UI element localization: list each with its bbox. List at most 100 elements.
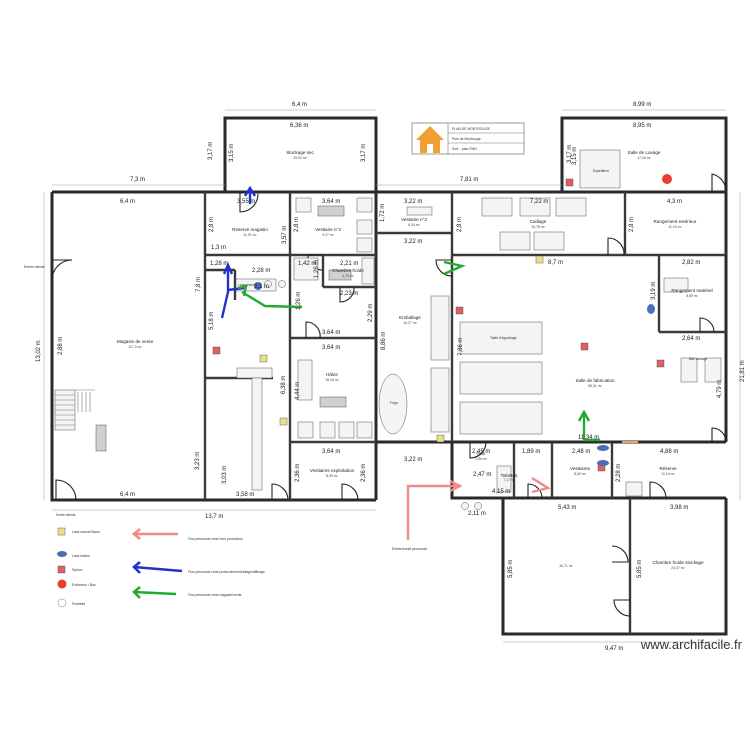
equipment	[54, 149, 722, 510]
legend-hand-wash-icon	[57, 527, 66, 536]
room-quai: 30,71 m²	[559, 564, 573, 568]
staircase	[54, 389, 95, 431]
legend-item-5: Poubelle	[72, 602, 85, 606]
extinguisher-marker	[662, 174, 672, 184]
room-area: 117,3 m²	[128, 345, 142, 349]
house-logo-icon	[416, 126, 444, 153]
dim: 8,99 m	[633, 102, 651, 108]
room-area: 11,14 m²	[661, 472, 675, 476]
table-egouttage-label: Table d'égouttage	[490, 336, 517, 340]
dim: 2,64 m	[682, 336, 700, 342]
dim: 2,11 m	[468, 511, 486, 517]
dim: 2,28 m	[616, 464, 622, 482]
dim: 8,95 m	[633, 123, 651, 129]
dim: 1,26 m	[314, 260, 320, 278]
room-area: 8,89 m²	[686, 294, 698, 298]
room-reserve: Réserve	[659, 466, 677, 471]
dim: 13,7 m	[205, 514, 223, 520]
dim: 2,21 m	[340, 261, 358, 267]
room-vestiaires-exploitation: Vestiaires exploitation	[310, 468, 355, 473]
room-chambre-froide: Chambre froide	[332, 268, 364, 273]
markers	[212, 174, 672, 472]
legend-arrow-2: Flux personnel zone production/emballage…	[188, 570, 265, 574]
room-area: 2,56 m²	[475, 457, 487, 461]
dim: 5,43 m	[558, 505, 576, 511]
room-area: 8,34 m²	[408, 223, 420, 227]
dim: 3,98 m	[670, 505, 688, 511]
dim: 2,36 m	[361, 464, 367, 482]
dim: 2,45 m	[472, 449, 490, 455]
dim: 3,58 m	[236, 492, 254, 498]
room-labels: Stockage sec 20,02 m² Salle de Lavage 17…	[117, 150, 713, 570]
boot-wash-marker	[647, 304, 655, 314]
siphon-marker	[565, 178, 574, 187]
dim: 13,02 m	[36, 340, 42, 362]
title-line-3: Surf. : plan FMN	[452, 147, 477, 151]
room-area: 85,01 m²	[588, 384, 602, 388]
boot-wash-marker	[254, 282, 262, 290]
hand-wash-marker	[279, 417, 288, 426]
dim: 3,23 m	[195, 452, 201, 470]
siphon-marker	[580, 342, 589, 351]
room-area: 8,93 m²	[326, 474, 338, 478]
dim: 2,48 m	[572, 449, 590, 455]
dim: 4,88 m	[660, 449, 678, 455]
hand-wash-marker	[259, 354, 268, 363]
dim: 6,4 m	[120, 492, 135, 498]
dim: 2,88 m	[58, 337, 64, 355]
room-area: 9,27 m²	[322, 233, 334, 237]
legend-item-4: Extincteur / Bac	[72, 583, 96, 587]
room-vestiaire-3: Vestiaire n°3	[401, 217, 427, 222]
room-toilettes: Toilettes	[501, 473, 519, 478]
room-area: 16,78 m²	[531, 225, 545, 229]
legend-bin-icon	[57, 598, 67, 608]
dim: 3,03 m	[222, 466, 228, 484]
hand-wash-marker	[535, 255, 544, 264]
room-vestiaire-2: Vestiaire n°2	[315, 227, 341, 232]
dim: 3,64 m	[322, 330, 340, 336]
title-line-1: PLAN DE MONTROUGE	[452, 127, 491, 131]
dim: 4,15 m	[492, 489, 510, 495]
dim: 1,42 m	[298, 261, 316, 267]
dim: 5,85 m	[637, 560, 643, 578]
dim: 7,3 m	[130, 177, 145, 183]
dim: 6,4 m	[292, 102, 307, 108]
dim: 3,64 m	[322, 199, 340, 205]
siphon-marker	[455, 306, 464, 315]
dim: 3,57 m	[282, 226, 288, 244]
dim: 2,36 m	[295, 464, 301, 482]
dim: 3,22 m	[404, 199, 422, 205]
dim: 4,44 m	[295, 382, 301, 400]
room-reserve-magasin: Reserve magasin	[232, 227, 268, 232]
legend-item-1: Lave-mains/Savon	[72, 530, 100, 534]
dim: 5,85 m	[508, 560, 514, 578]
room-area: 16,27 m²	[403, 321, 417, 325]
dim: 7,86 m	[458, 338, 464, 356]
room-area: 17,28 m²	[637, 156, 651, 160]
dim: 3,55 m	[237, 199, 255, 205]
dim: 3,17 m	[567, 145, 573, 163]
legend-arrow-1: Flux personnel zone hors production	[188, 537, 243, 541]
dim: 3,22 m	[404, 239, 422, 245]
dimension-lines	[43, 109, 741, 643]
room-area: 23,47 m²	[671, 566, 685, 570]
room-area: 4,75 m²	[342, 274, 354, 278]
dim: 6,4 m	[120, 199, 135, 205]
dim: 2,8 m	[209, 217, 215, 232]
dim: 8,7 m	[548, 260, 563, 266]
room-salle-lavage: Salle de Lavage	[628, 150, 661, 155]
title-line-2: Plan de Montrouge	[452, 137, 481, 141]
room-salle-fabrication: Salle de fabrication	[575, 378, 615, 383]
boot-wash-marker	[597, 445, 609, 451]
legend: Lave-mains/Savon Lave-bottes Siphon Exti…	[57, 527, 265, 608]
dim: 4,3 m	[667, 199, 682, 205]
dim: 1,3 m	[211, 245, 226, 251]
lave-mains-label: Lave-mains	[238, 283, 256, 287]
dim: 6,36 m	[290, 123, 308, 129]
dim: 2,82 m	[682, 260, 700, 266]
room-area: 7,17 m²	[503, 478, 515, 482]
legend-blue-arrow-icon	[133, 565, 183, 573]
dim: 2,8 m	[457, 217, 463, 232]
dim: 9,47 m	[605, 646, 623, 652]
legend-siphon-icon	[57, 565, 66, 574]
